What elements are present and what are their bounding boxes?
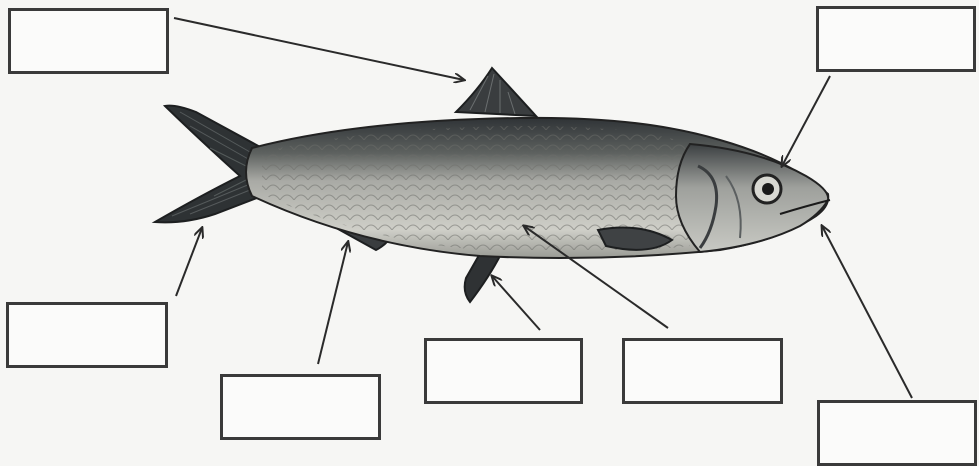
label-box-bottom-left[interactable] (6, 302, 168, 368)
label-box-top-right[interactable] (816, 6, 976, 72)
arrow-tail-fin (176, 228, 202, 296)
fish-head (676, 144, 828, 252)
arrow-dorsal-fin (174, 18, 464, 80)
dorsal-fin (456, 68, 536, 116)
label-box-bottom-3[interactable] (424, 338, 583, 404)
arrow-anal-fin (492, 276, 540, 330)
label-box-bottom-2[interactable] (220, 374, 381, 440)
arrow-head (782, 76, 830, 166)
arrow-mouth (822, 226, 912, 398)
label-box-top-left[interactable] (8, 8, 169, 74)
arrow-pelvic-fin (318, 242, 348, 364)
label-box-bottom-4[interactable] (622, 338, 783, 404)
anal-fin (465, 250, 502, 302)
label-box-bottom-right[interactable] (817, 400, 977, 466)
